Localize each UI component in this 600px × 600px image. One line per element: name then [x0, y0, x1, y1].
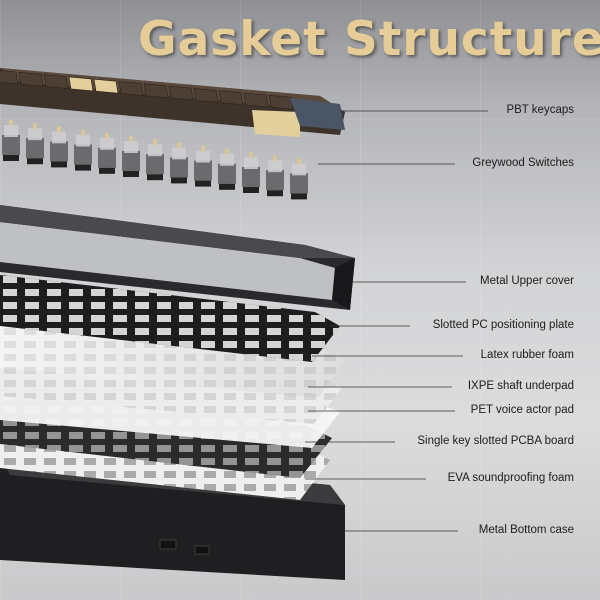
keycap — [93, 78, 119, 94]
switch — [2, 120, 20, 161]
switch — [242, 152, 260, 193]
keycap — [0, 70, 19, 85]
keycap — [268, 94, 294, 110]
keycap — [68, 76, 94, 92]
switch — [146, 139, 164, 181]
enter-keycap — [290, 98, 345, 130]
keycap — [218, 90, 244, 106]
leader-lines — [305, 110, 488, 532]
latex-foam-layer — [0, 318, 345, 398]
layer-label-keycaps: PBT keycaps — [506, 104, 574, 116]
switch — [194, 145, 212, 187]
metal-upper-cover — [0, 205, 355, 310]
switch — [50, 126, 68, 168]
switch — [122, 136, 140, 177]
switch — [266, 155, 284, 197]
switch — [74, 129, 92, 171]
layer-label-pcba-board: Single key slotted PCBA board — [417, 435, 574, 447]
layer-label-upper-cover: Metal Upper cover — [480, 275, 574, 287]
keycap — [243, 92, 269, 108]
keycap — [18, 71, 44, 87]
keycap — [193, 88, 219, 103]
switch — [218, 148, 236, 190]
switch — [170, 142, 188, 184]
switch — [98, 132, 116, 174]
switches-row — [2, 120, 308, 200]
spacebar-keycap — [252, 110, 300, 137]
switch — [26, 123, 44, 165]
keycap — [143, 83, 169, 99]
keycap — [118, 81, 144, 96]
page-title: Gasket Structure — [138, 12, 600, 67]
switch — [290, 158, 308, 200]
layer-label-ixpe-pad: IXPE shaft underpad — [467, 380, 574, 392]
layer-label-switches: Greywood Switches — [472, 157, 574, 169]
keycaps-row — [0, 68, 345, 137]
layer-label-eva-foam: EVA soundproofing foam — [447, 472, 574, 484]
layer-label-pc-plate: Slotted PC positioning plate — [432, 319, 574, 331]
layer-label-bottom-case: Metal Bottom case — [478, 524, 574, 536]
layer-label-latex-foam: Latex rubber foam — [480, 349, 574, 361]
keycap — [43, 74, 69, 89]
layer-label-pet-pad: PET voice actor pad — [470, 404, 574, 416]
pc-plate-layer — [0, 275, 340, 362]
keycap — [168, 85, 194, 101]
